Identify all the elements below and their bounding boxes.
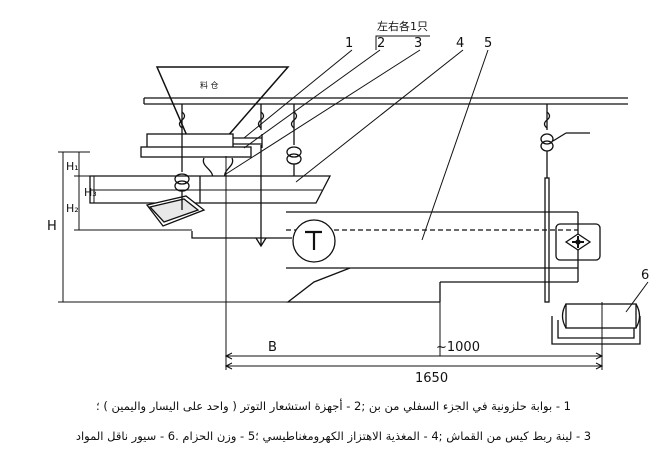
suspension-spring-left — [174, 104, 190, 210]
part-number-4: 4 — [456, 36, 464, 51]
dimension-lines — [58, 151, 604, 370]
hopper-label: 料 仓 — [200, 80, 219, 90]
leader-lines — [225, 35, 649, 313]
dim-label-B: B — [268, 340, 277, 355]
suspension-spring-right — [286, 104, 302, 176]
vibrating-feeder — [89, 175, 332, 204]
support-frame — [191, 231, 578, 303]
electromagnetic-drive — [145, 195, 206, 227]
belt-conveyor — [551, 303, 641, 345]
part-number-1: 1 — [345, 36, 353, 51]
overhead-beam — [143, 97, 628, 105]
part-number-6: 6 — [641, 268, 649, 283]
part-number-2: 2 — [377, 36, 385, 51]
part-number-3: 3 — [414, 36, 422, 51]
top-note: 左右各1只 — [377, 19, 428, 33]
dim-label-H3: H₃ — [84, 186, 97, 199]
tension-sensor — [540, 104, 590, 303]
caption-line-1: 1 - بوابة حلزونية في الجزء السفلي من بن … — [96, 399, 571, 413]
dim-label-H: H — [47, 219, 57, 234]
spiral-gate — [140, 133, 263, 158]
caption-line-2: 3 - لينة ربط كيس من القماش ;4 - المغذية … — [75, 429, 592, 443]
drive-drum — [292, 219, 336, 263]
suspension-spring-mid — [255, 104, 267, 248]
part-number-5: 5 — [484, 36, 492, 51]
dim-label-H1: H₁ — [66, 160, 79, 173]
dim-label-length-total: 1650 — [415, 371, 448, 386]
feeder-diagram: 左右各1只 料 仓 1 2 3 4 5 6 H H₁ H₂ H₃ B ~1000… — [47, 19, 649, 386]
dim-label-H2: H₂ — [66, 202, 79, 215]
dim-label-length-approx: ~1000 — [436, 340, 480, 355]
